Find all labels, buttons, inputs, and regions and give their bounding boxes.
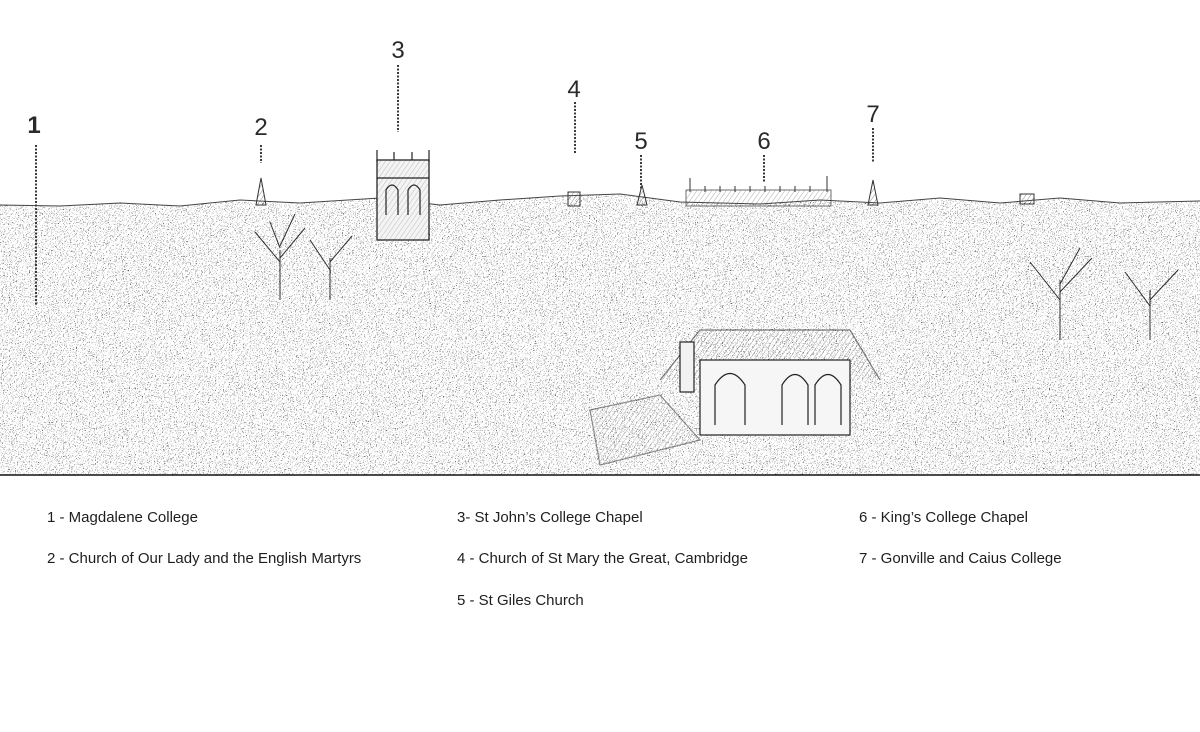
horizon-outline [0,193,1200,207]
marker-number-3: 3 [391,37,404,64]
marker-number-7: 7 [866,101,879,128]
foreground-church [589,329,881,466]
marker-number-2: 2 [254,114,267,141]
leader-lines [35,65,874,305]
marker-numbers: 1 2 3 4 5 6 7 [27,37,879,155]
legend-item-2: 2 - Church of Our Lady and the English M… [47,550,362,567]
trees [254,213,1179,340]
legend-item-7: 7 - Gonville and Caius College [859,550,1062,567]
legend-item-5: 5 - St Giles Church [457,592,584,609]
spires [255,177,1035,207]
legend-item-3: 3- St John’s College Chapel [457,509,643,526]
legend-item-6: 6 - King’s College Chapel [859,509,1028,526]
legend-item-1: 1 - Magdalene College [47,509,198,526]
landscape-stipple [0,194,1200,475]
kings-college-chapel [685,176,832,207]
marker-number-6: 6 [757,128,770,155]
marker-number-1: 1 [27,112,40,139]
st-johns-chapel-tower [376,150,430,241]
marker-number-5: 5 [634,128,647,155]
skyline-panorama-drawing: 1 2 3 4 5 6 7 [0,37,1200,476]
marker-number-4: 4 [567,76,580,103]
legend-item-4: 4 - Church of St Mary the Great, Cambrid… [457,550,748,567]
